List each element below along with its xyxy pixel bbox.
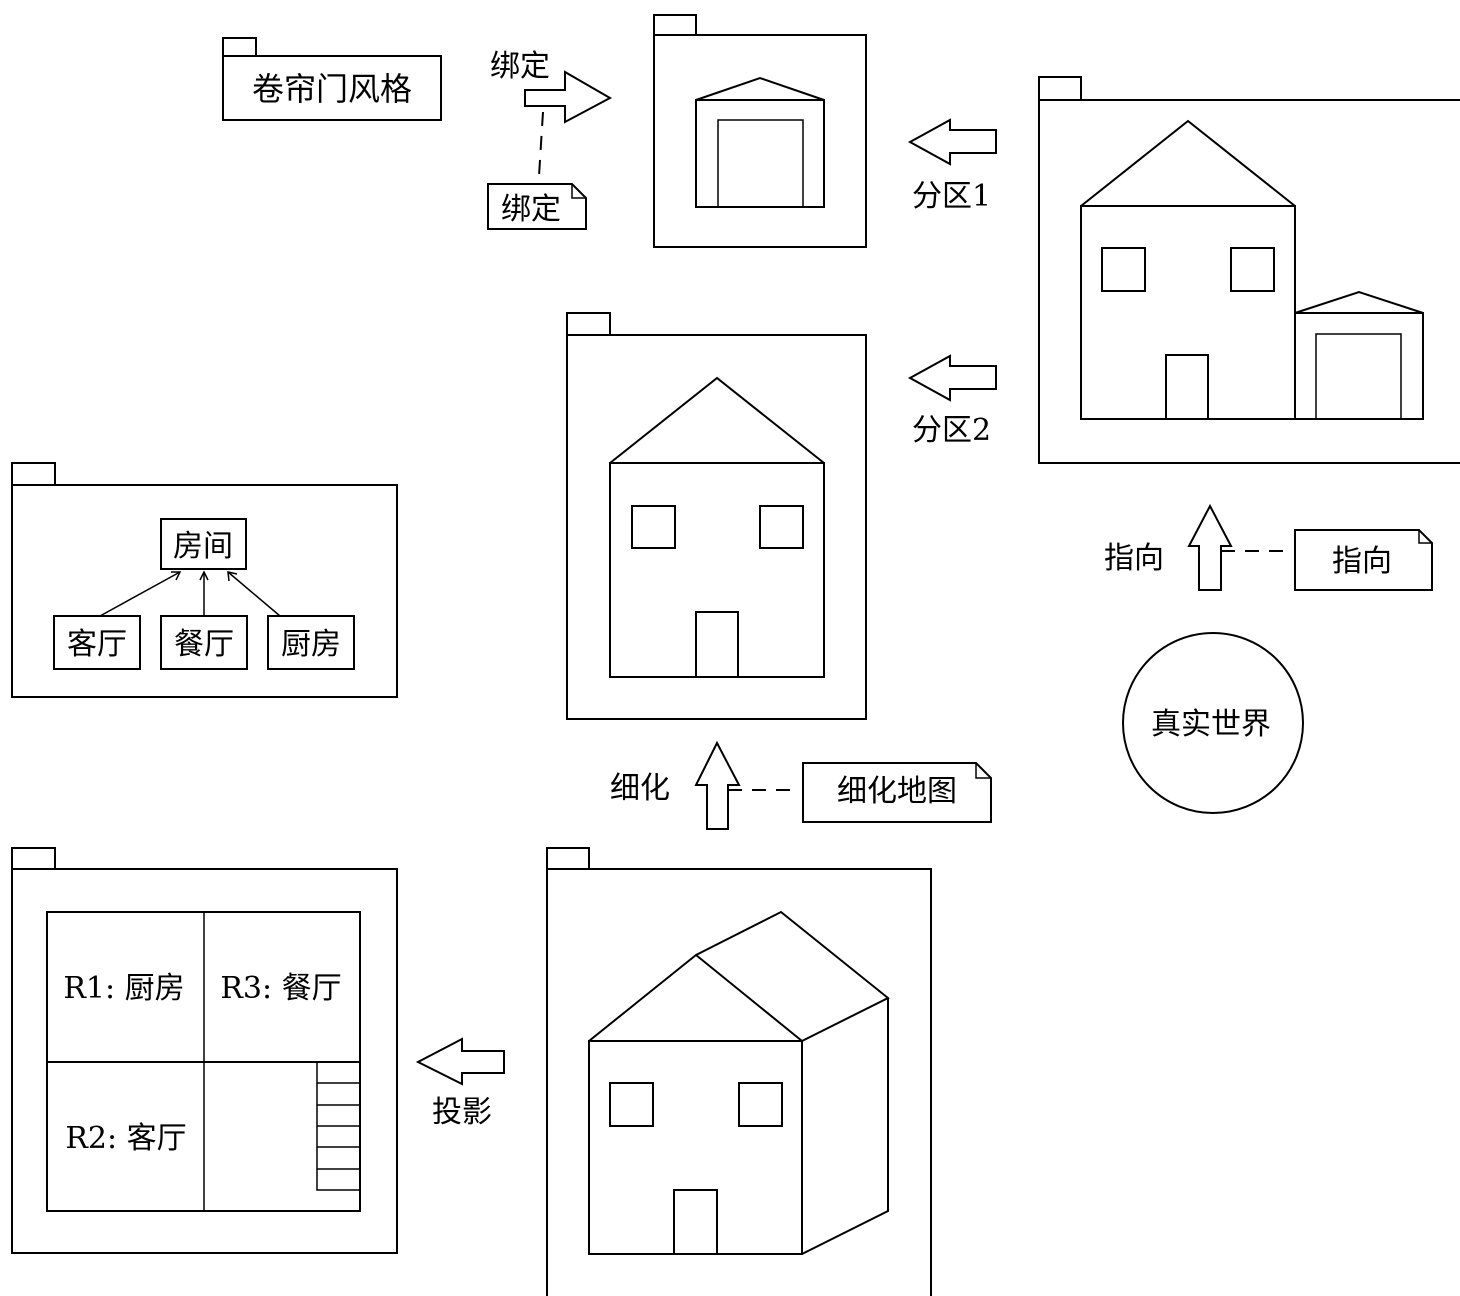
house-icon (609, 376, 825, 678)
house-3d-package (546, 847, 932, 1296)
bind-arrow-label: 绑定 (490, 49, 550, 84)
bind-arrow: 绑定 (490, 49, 613, 177)
floor-plan: R1: 厨房 R3: 餐厅 R2: 客厅 (46, 911, 361, 1212)
room-hierarchy-package: 房间 客厅 餐厅 厨房 (11, 462, 398, 698)
real-house-package (1038, 76, 1460, 464)
partition2-label: 分区2 (912, 413, 991, 448)
room-r1-label: R1: 厨房 (63, 971, 184, 1006)
style-package-label: 卷帘门风格 (252, 70, 412, 108)
garage-icon (695, 76, 825, 208)
stairs-icon (316, 1061, 360, 1191)
house-with-garage-icon (1080, 119, 1424, 420)
room-r3-label: R3: 餐厅 (220, 971, 341, 1006)
room-child-living: 客厅 (67, 627, 127, 662)
refine-note-label: 细化地图 (837, 774, 957, 809)
real-world-node: 真实世界 (1122, 632, 1304, 814)
refine-arrow: 细化 (610, 740, 796, 830)
room-child-dining: 餐厅 (174, 627, 234, 662)
point-to-arrow: 指向 (1104, 503, 1285, 591)
partition2-arrow: 分区2 (907, 354, 997, 448)
garage-package (653, 14, 867, 248)
point-to-note-label: 指向 (1332, 544, 1392, 579)
point-to-note: 指向 (1294, 529, 1433, 591)
style-package: 卷帘门风格 (222, 37, 442, 121)
room-child-kitchen: 厨房 (281, 627, 341, 662)
room-parent-label: 房间 (173, 529, 233, 564)
point-to-label: 指向 (1104, 541, 1164, 576)
room-r2-label: R2: 客厅 (65, 1121, 186, 1156)
inheritance-arrows (99, 570, 281, 617)
refined-house-package (566, 312, 867, 720)
bind-note: 绑定 (487, 183, 587, 230)
partition1-label: 分区1 (912, 179, 991, 214)
refine-label: 细化 (610, 771, 670, 806)
real-world-label: 真实世界 (1151, 707, 1271, 742)
house-3d-icon (588, 910, 890, 1255)
projection-arrow: 投影 (415, 1037, 505, 1130)
floor-plan-package: R1: 厨房 R3: 餐厅 R2: 客厅 (11, 847, 398, 1254)
partition1-arrow: 分区1 (907, 118, 997, 214)
bind-note-label: 绑定 (501, 192, 561, 227)
refine-note: 细化地图 (802, 762, 992, 823)
projection-label: 投影 (432, 1095, 492, 1130)
